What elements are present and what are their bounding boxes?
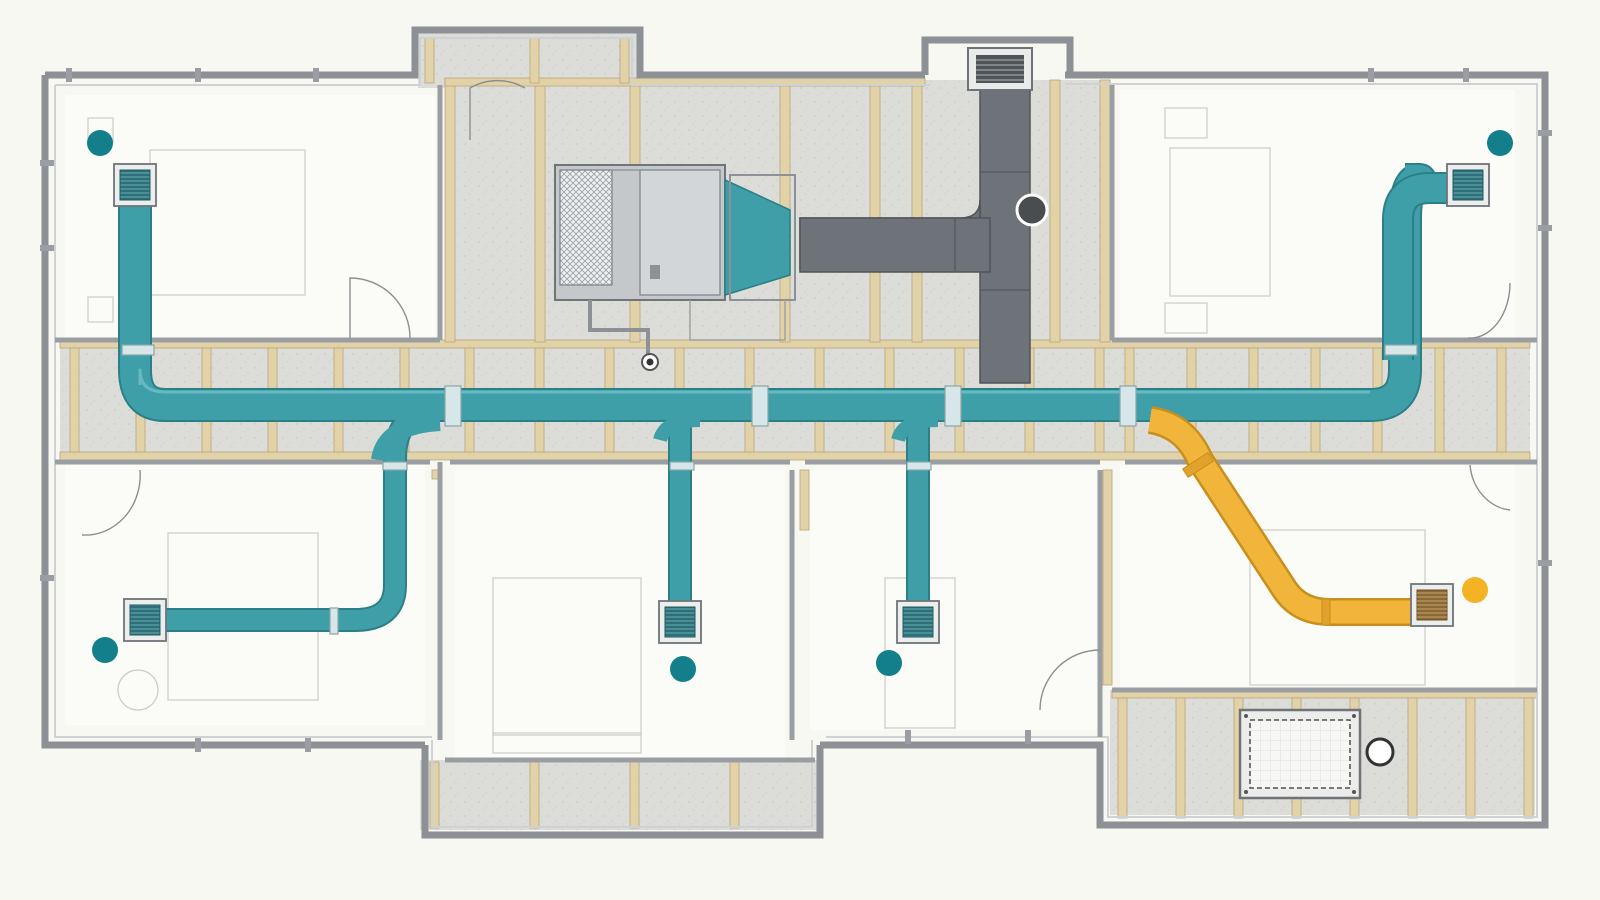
closet-stud: [1117, 697, 1128, 819]
duct-collars: [121, 344, 1418, 635]
closet-stud: [1465, 697, 1476, 819]
room-markers: [87, 130, 1513, 767]
exterior-walls-inner-line: [54, 37, 1538, 828]
bed-ne: [1169, 147, 1271, 297]
marker-bedroom-ne[interactable]: [1487, 130, 1513, 156]
south-bump-floor: [420, 760, 820, 830]
riser-collar: [121, 344, 155, 356]
branch-collar: [382, 461, 408, 471]
table-sw: [117, 669, 159, 711]
nightstand-ne-bottom: [1164, 302, 1208, 334]
supply-registers: [113, 163, 1490, 644]
marker-room-s-center[interactable]: [876, 650, 902, 676]
trunk-collar: [944, 385, 962, 427]
hall-stud: [69, 347, 80, 453]
condensate-drain: [588, 300, 650, 355]
bed-s-left: [492, 577, 642, 736]
register-icon-s-center: [896, 600, 940, 644]
riser-collar: [1384, 344, 1418, 356]
room-sw-floor: [65, 465, 425, 725]
supply-duct-system: [118, 163, 1448, 632]
wall-stud: [799, 469, 810, 531]
nightstand-nw-bottom: [87, 296, 114, 323]
marker-bedroom-se[interactable]: [1462, 577, 1488, 603]
room-s-left-floor: [455, 470, 785, 760]
branch-collar: [669, 461, 695, 471]
return-duct-system: [799, 47, 1033, 384]
bump-stud: [529, 37, 540, 84]
register-icon-ne: [1446, 163, 1490, 207]
marker-return-trunk[interactable]: [1015, 193, 1049, 227]
door-ne: [1467, 282, 1511, 339]
south-stud: [729, 761, 740, 829]
marker-room-s-left[interactable]: [670, 656, 696, 682]
bench-s-left: [492, 732, 642, 754]
joist: [1049, 79, 1061, 343]
doors: [81, 79, 1511, 711]
branch-collar: [906, 461, 932, 471]
register-icon-nw: [113, 163, 157, 207]
air-handler-unit-icon: [554, 164, 796, 371]
return-grille-icon: [967, 47, 1033, 91]
joist: [869, 79, 881, 343]
marker-access-panel[interactable]: [1365, 737, 1395, 767]
door-top-bump: [469, 79, 526, 140]
south-stud: [629, 761, 640, 829]
south-stud: [529, 761, 540, 829]
branch-collar: [329, 607, 339, 635]
bump-stud: [619, 37, 630, 84]
nightstand-ne-top: [1164, 107, 1208, 139]
trunk-collar: [751, 385, 769, 427]
door-nw: [349, 277, 411, 339]
door-se: [1469, 464, 1511, 511]
closet-stud: [1523, 697, 1534, 819]
joist: [1099, 79, 1111, 343]
door-s-center: [1039, 649, 1101, 711]
trunk-collar: [444, 385, 462, 427]
marker-bedroom-sw[interactable]: [92, 637, 118, 663]
wall-stud: [1102, 469, 1113, 686]
top-plate: [59, 339, 1531, 349]
access-panel-icon: [1238, 708, 1362, 800]
door-sw: [81, 469, 141, 536]
joist: [444, 79, 456, 343]
register-icon-se: [1410, 583, 1454, 627]
hall-stud: [1496, 347, 1507, 453]
register-icon-sw: [123, 598, 167, 642]
room-se-floor: [1120, 465, 1515, 690]
room-ne-floor: [1120, 90, 1515, 340]
bump-stud: [424, 37, 435, 84]
marker-bedroom-nw[interactable]: [87, 130, 113, 156]
bottom-plate: [59, 451, 1531, 461]
register-icon-s-left: [658, 600, 702, 644]
joist: [534, 79, 546, 343]
hall-stud: [1434, 347, 1445, 453]
closet-stud: [1175, 697, 1186, 819]
return-trunk-horizontal: [799, 217, 991, 273]
joist: [911, 79, 923, 343]
wall-posts: [40, 68, 1552, 752]
closet-stud: [1407, 697, 1418, 819]
highlight-duct-se: [1147, 406, 1415, 626]
trunk-collar: [1119, 385, 1137, 427]
